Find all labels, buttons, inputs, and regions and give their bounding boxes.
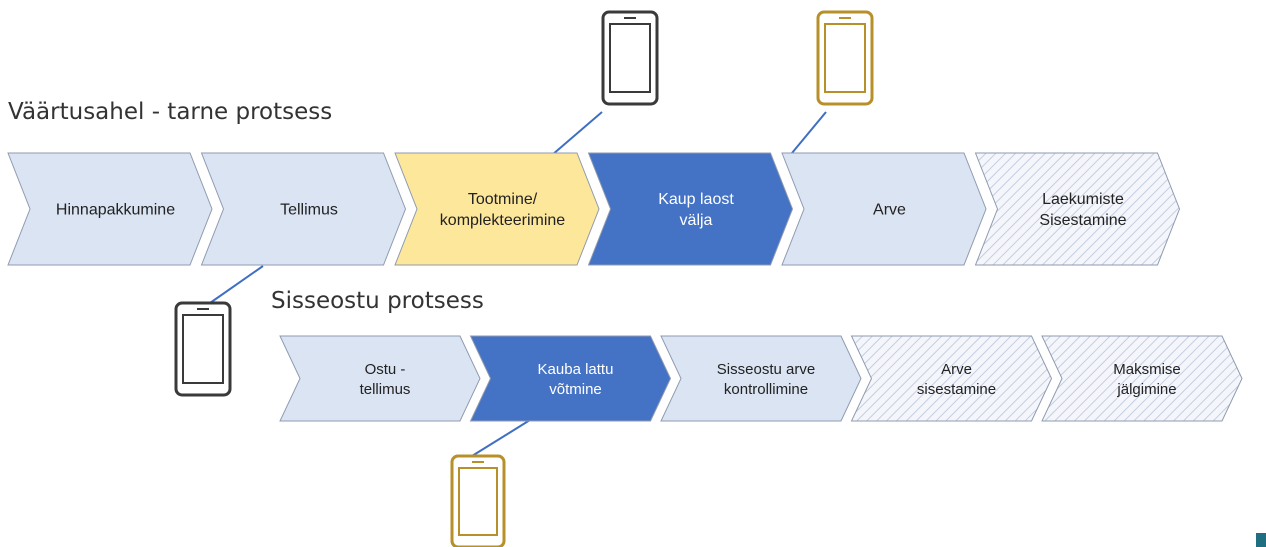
phone-icons [174, 10, 1266, 547]
phone-icon [816, 10, 874, 106]
step-maksmise-jalgimine-shape [1041, 335, 1243, 422]
step-kauba-lattu-votmine-label-line-2: võtmine [549, 381, 602, 398]
step-sisseostu-arve-kontrollimine-shape [660, 335, 862, 422]
step-laekumiste-sisestamine-label-line-1: Laekumiste [1042, 191, 1124, 208]
step-hinnapakkumine-shape [7, 152, 213, 266]
step-laekumiste-sisestamine-label-line-2: Sisestamine [1039, 212, 1126, 229]
connector-line-2 [791, 111, 827, 154]
step-arve-sisestamine-shape [850, 335, 1053, 422]
phone-icon [450, 454, 506, 547]
phone-body [601, 10, 659, 106]
connector-lines [209, 111, 827, 457]
purchase-process-title: Sisseostu protsess [271, 288, 484, 314]
step-laekumiste-sisestamine-shape [974, 152, 1181, 266]
step-ostu-tellimus-shape [279, 335, 481, 422]
step-maksmise-jalgimine-label-line-2: jälgimine [1116, 381, 1176, 398]
purchase-process-steps: Ostu - tellimus Kauba lattu võtmine Sisseost… [279, 335, 1243, 422]
phone-body [174, 301, 232, 397]
step-kaup-laost-valja-label-line-1: Kaup laost [658, 191, 734, 208]
phone-screen [458, 467, 498, 536]
step-tootmine-komplekteerimine-label-line-1: Tootmine/ [468, 191, 538, 208]
step-tootmine-komplekteerimine-label-line-2: komplekteerimine [440, 212, 565, 229]
supply-process-title: Väärtusahel - tarne protsess [8, 99, 333, 125]
step-hinnapakkumine-label-line-1: Hinnapakkumine [56, 202, 175, 219]
phone-icon [174, 301, 232, 397]
phone-screen [609, 23, 651, 93]
step-arve-sisestamine-label-line-1: Arve [941, 361, 972, 378]
step-tellimus-label-line-1: Tellimus [280, 202, 338, 219]
step-sisseostu-arve-kontrollimine-label-line-1: Sisseostu arve [717, 361, 815, 378]
phone-body [450, 454, 506, 547]
phone-screen [824, 23, 866, 93]
phone-body [816, 10, 874, 106]
step-kauba-lattu-votmine-label-line-1: Kauba lattu [538, 361, 614, 378]
phone-screen [182, 314, 224, 384]
step-tootmine-komplekteerimine-shape [394, 152, 600, 266]
step-ostu-tellimus-label-line-1: Ostu - [365, 361, 406, 378]
step-arve-label-line-1: Arve [873, 202, 906, 219]
step-kaup-laost-valja-shape [587, 152, 794, 266]
step-tellimus-shape [200, 152, 407, 266]
step-kauba-lattu-votmine-shape [469, 335, 672, 422]
connector-line-4 [471, 419, 531, 457]
supply-process-steps: Hinnapakkumine Tellimus Tootmine/komplekte… [7, 152, 1181, 266]
step-sisseostu-arve-kontrollimine-label-line-2: kontrollimine [724, 381, 808, 398]
phone-icon [601, 10, 659, 106]
connector-line-3 [209, 265, 264, 304]
step-arve-shape [781, 152, 987, 266]
connector-line-1 [551, 111, 603, 156]
step-arve-sisestamine-label-line-2: sisestamine [917, 381, 996, 398]
step-maksmise-jalgimine-label-line-1: Maksmise [1113, 361, 1181, 378]
step-kaup-laost-valja-label-line-2: välja [680, 212, 713, 229]
corner-marker [1256, 533, 1266, 547]
step-ostu-tellimus-label-line-2: tellimus [360, 381, 411, 398]
